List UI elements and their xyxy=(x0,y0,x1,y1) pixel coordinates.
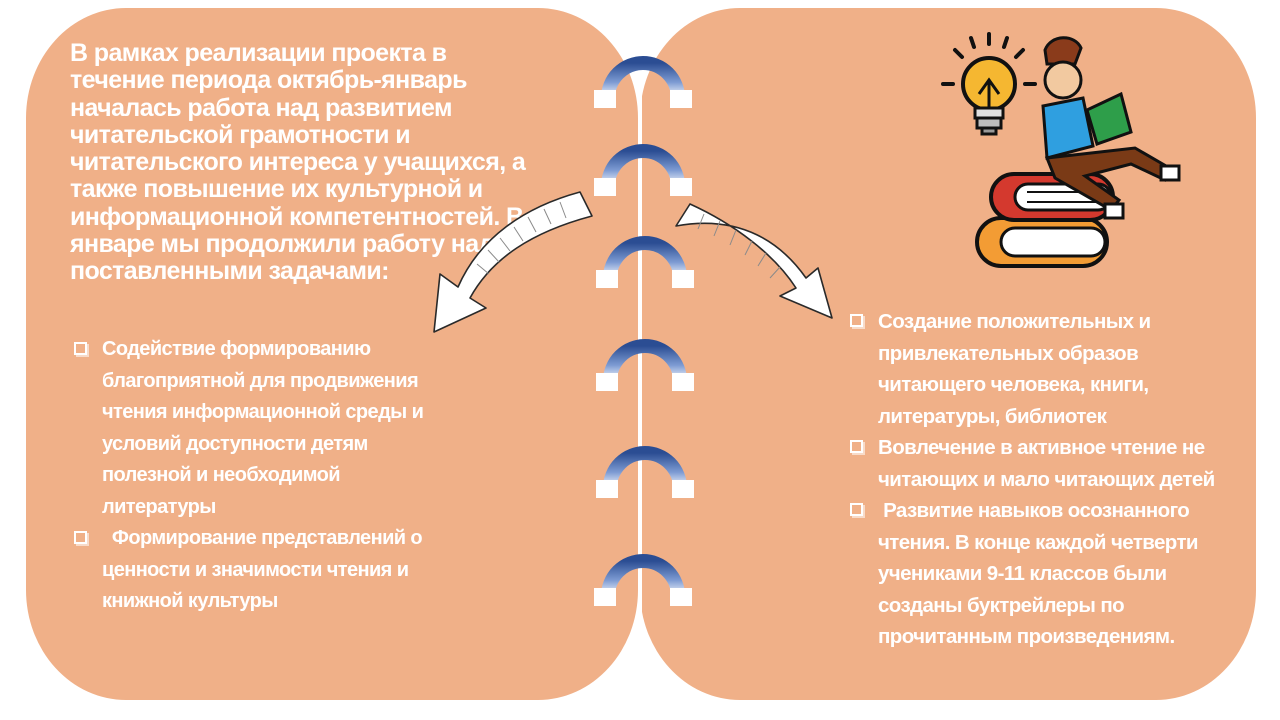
list-item: Создание положительных и привлекательных… xyxy=(848,306,1233,432)
list-item-text: Содействие формированию благоприятной дл… xyxy=(102,338,429,518)
reading-person-on-books-with-lightbulb xyxy=(941,32,1181,268)
curved-arrow-left-icon xyxy=(433,191,593,333)
checkbox-square-icon xyxy=(850,503,863,516)
checkbox-square-icon xyxy=(850,314,863,327)
list-item-text: Создание положительных и привлекательных… xyxy=(878,310,1151,428)
left-task-list: Содействие формированию благоприятной дл… xyxy=(72,334,442,618)
binding-ring xyxy=(596,446,694,498)
binding-ring xyxy=(594,554,692,606)
right-panel xyxy=(640,8,1256,700)
intro-text: В рамках реализации проекта в течение пе… xyxy=(70,39,526,286)
lightbulb-icon xyxy=(941,32,1037,136)
notebook-ring-binding xyxy=(594,56,694,606)
curved-arrow-right-icon xyxy=(675,203,833,319)
reading-person-icon xyxy=(1041,36,1181,220)
checkbox-square-icon xyxy=(850,440,863,453)
list-item: Содействие формированию благоприятной дл… xyxy=(72,334,442,523)
binding-ring xyxy=(594,56,692,108)
list-item-text: Развитие навыков осознанного чтения. В к… xyxy=(878,499,1204,648)
checkbox-square-icon xyxy=(74,342,87,355)
list-item-text: Формирование представлений о ценности и … xyxy=(102,527,427,612)
list-item-text: Вовлечение в активное чтение не читающих… xyxy=(878,436,1215,491)
right-task-list: Создание положительных и привлекательных… xyxy=(848,306,1233,653)
binding-ring xyxy=(596,339,694,391)
checkbox-square-icon xyxy=(74,531,87,544)
list-item: Формирование представлений о ценности и … xyxy=(72,523,442,618)
list-item: Развитие навыков осознанного чтения. В к… xyxy=(848,495,1233,653)
left-panel xyxy=(26,8,638,700)
binding-ring xyxy=(594,144,692,196)
list-item: Вовлечение в активное чтение не читающих… xyxy=(848,432,1233,495)
binding-ring xyxy=(596,236,694,288)
